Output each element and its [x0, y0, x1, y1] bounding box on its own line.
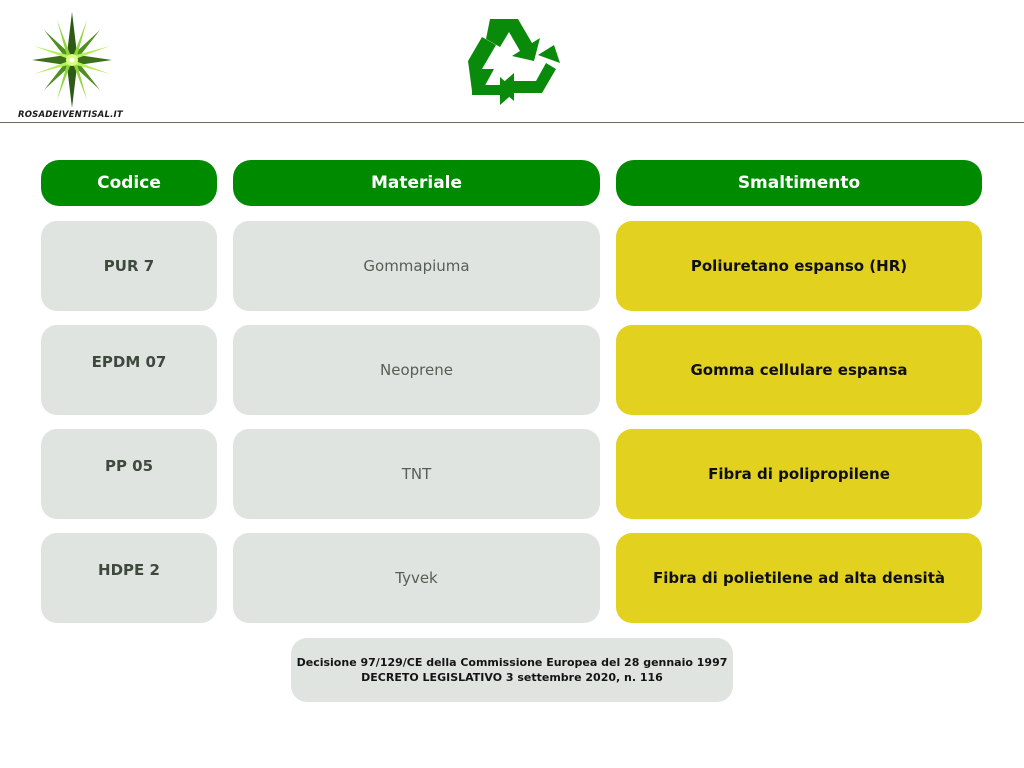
legal-reference-line: DECRETO LEGISLATIVO 3 settembre 2020, n.…: [361, 671, 663, 684]
cell-materiale: Tyvek: [233, 533, 600, 623]
cell-materiale: Gommapiuma: [233, 221, 600, 311]
cell-codice: HDPE 2: [41, 533, 217, 623]
legal-reference-box: Decisione 97/129/CE della Commissione Eu…: [291, 638, 733, 702]
column-header-codice: Codice: [41, 160, 217, 206]
cell-smaltimento: Fibra di polipropilene: [616, 429, 982, 519]
column-header-materiale: Materiale: [233, 160, 600, 206]
column-header-smaltimento: Smaltimento: [616, 160, 982, 206]
cell-smaltimento: Gomma cellulare espansa: [616, 325, 982, 415]
cell-materiale: TNT: [233, 429, 600, 519]
cell-smaltimento: Poliuretano espanso (HR): [616, 221, 982, 311]
cell-codice: PP 05: [41, 429, 217, 519]
cell-smaltimento: Fibra di polietilene ad alta densità: [616, 533, 982, 623]
compass-star-logo: [32, 12, 112, 108]
cell-codice: EPDM 07: [41, 325, 217, 415]
brand-logo: ROSADEIVENTISAL.IT: [14, 12, 130, 122]
cell-materiale: Neoprene: [233, 325, 600, 415]
legal-reference-line: Decisione 97/129/CE della Commissione Eu…: [296, 656, 728, 669]
header-divider: [0, 122, 1024, 123]
cell-codice: PUR 7: [41, 221, 217, 311]
recycle-icon: [468, 19, 560, 105]
brand-logo-text: ROSADEIVENTISAL.IT: [18, 110, 123, 120]
